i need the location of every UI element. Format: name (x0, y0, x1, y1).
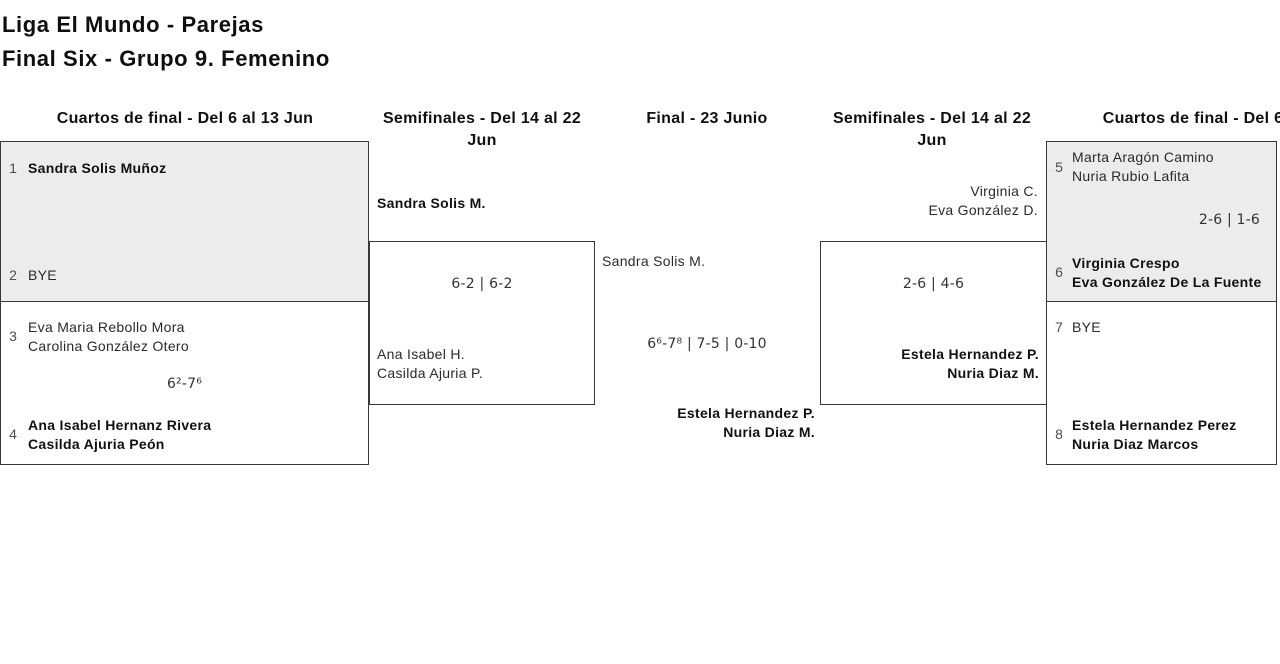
team-name: Marta Aragón Camino (1072, 149, 1214, 165)
team-name: Sandra Solis M. (377, 195, 486, 211)
match-box-qf5 (1046, 141, 1277, 302)
team-name: Eva González D. (928, 202, 1038, 218)
match-score: 2-6 | 4-6 (902, 276, 965, 292)
seed-number: 7 (1055, 319, 1063, 335)
match-score: 2-6 | 1-6 (1198, 212, 1260, 228)
team-name: Nuria Diaz Marcos (1072, 436, 1199, 452)
team-name: Sandra Solis Muñoz (28, 160, 167, 176)
match-score: 6⁶-7⁸ | 7-5 | 0-10 (647, 336, 767, 352)
team-name: Virginia C. (970, 183, 1038, 199)
team-name: Estela Hernandez P. (901, 346, 1039, 362)
team-name: Casilda Ajuria Peón (28, 436, 165, 452)
team-name: Nuria Rubio Lafita (1072, 168, 1190, 184)
page-title: Liga El Mundo - Parejas Final Six - Grup… (2, 8, 642, 76)
team-name: BYE (1072, 319, 1101, 335)
round-header-sf-left: Semifinales - Del 14 al 22 Jun (382, 110, 582, 149)
team-name: Nuria Diaz M. (947, 365, 1039, 381)
round-header-qf-right: Cuartos de final - Del 6 al 13 Jun (1102, 110, 1280, 127)
team-name: Carolina González Otero (28, 338, 189, 354)
seed-number: 4 (9, 426, 17, 442)
team-name: Ana Isabel Hernanz Rivera (28, 417, 212, 433)
team-name: Estela Hernandez Perez (1072, 417, 1237, 433)
match-box-qf1 (0, 141, 369, 302)
match-box-qf7 (1046, 301, 1277, 465)
team-name: Eva González De La Fuente (1072, 274, 1262, 290)
team-name: Estela Hernandez P. (677, 405, 815, 421)
match-box-sf-right (820, 241, 1047, 405)
round-header-qf-left: Cuartos de final - Del 6 al 13 Jun (56, 110, 314, 127)
round-header-sf-right: Semifinales - Del 14 al 22 Jun (832, 110, 1032, 149)
team-name: Sandra Solis M. (602, 253, 706, 269)
seed-number: 3 (9, 328, 17, 344)
match-box-sf-left (369, 241, 595, 405)
page-title-line2: Final Six - Grupo 9. Femenino (2, 46, 330, 71)
seed-number: 8 (1055, 426, 1063, 442)
team-name: Ana Isabel H. (377, 346, 465, 362)
page-title-line1: Liga El Mundo - Parejas (2, 12, 264, 37)
match-score: 6²-7⁶ (166, 376, 203, 392)
seed-number: 5 (1055, 159, 1063, 175)
seed-number: 6 (1055, 264, 1063, 280)
match-box-qf2 (0, 301, 369, 465)
team-name: Nuria Diaz M. (723, 424, 815, 440)
seed-number: 1 (9, 160, 17, 176)
team-name: Virginia Crespo (1072, 255, 1180, 271)
seed-number: 2 (9, 267, 17, 283)
team-name: Casilda Ajuria P. (377, 365, 484, 381)
match-score: 6-2 | 6-2 (451, 276, 513, 292)
team-name: BYE (28, 267, 57, 283)
round-header-final: Final - 23 Junio (646, 110, 768, 127)
team-name: Eva Maria Rebollo Mora (28, 319, 185, 335)
